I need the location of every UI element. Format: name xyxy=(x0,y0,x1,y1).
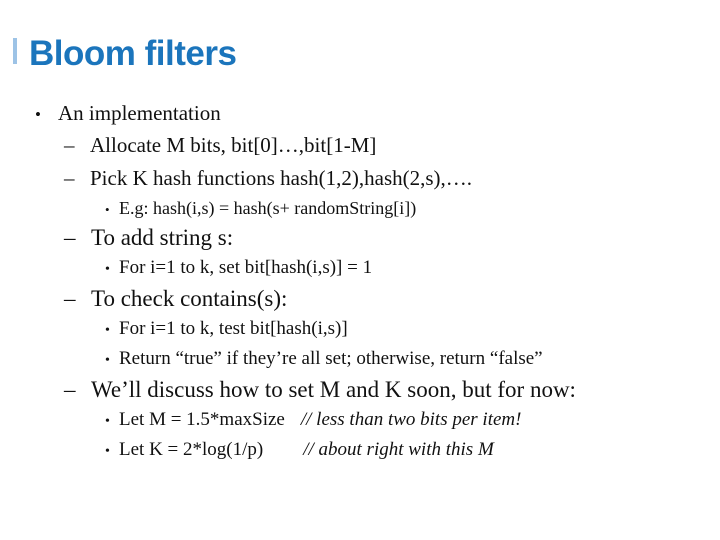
bullet-marker: • xyxy=(105,202,110,217)
title-accent-mark xyxy=(13,38,17,64)
bullet-marker: • xyxy=(105,414,110,429)
bullet-marker: • xyxy=(105,262,110,277)
bullet-text: To check contains(s): xyxy=(91,286,288,311)
bullet-text: Allocate M bits, bit[0]…,bit[1-M] xyxy=(90,133,377,157)
bullet-let-m: • Let M = 1.5*maxSize // less than two b… xyxy=(105,409,521,431)
bullet-text: Let K = 2*log(1/p) xyxy=(119,439,264,460)
bullet-to-add: – To add string s: xyxy=(64,225,233,251)
bullet-text: For i=1 to k, set bit[hash(i,s)] = 1 xyxy=(119,257,373,278)
bullet-text: Return “true” if they’re all set; otherw… xyxy=(119,348,543,369)
bullet-text: To add string s: xyxy=(91,225,234,250)
bullet-pick: – Pick K hash functions hash(1,2),hash(2… xyxy=(64,166,472,190)
bullet-text: An implementation xyxy=(58,101,221,125)
bullet-marker: • xyxy=(35,105,41,124)
bullet-let-k: • Let K = 2*log(1/p) // about right with… xyxy=(105,439,494,461)
bullet-marker: • xyxy=(105,353,110,368)
bullet-text: Let M = 1.5*maxSize xyxy=(119,409,285,430)
bullet-for-set: • For i=1 to k, set bit[hash(i,s)] = 1 xyxy=(105,257,372,279)
inline-comment: // about right with this M xyxy=(303,439,494,460)
bullet-text: We’ll discuss how to set M and K soon, b… xyxy=(91,377,576,402)
bullet-an-implementation: • An implementation xyxy=(35,101,221,125)
dash-marker: – xyxy=(64,133,75,157)
dash-marker: – xyxy=(64,225,76,250)
bullet-text: Pick K hash functions hash(1,2),hash(2,s… xyxy=(90,166,473,190)
bullet-text: For i=1 to k, test bit[hash(i,s)] xyxy=(119,318,348,339)
bullet-marker: • xyxy=(105,444,110,459)
bullet-eg: • E.g: hash(i,s) = hash(s+ randomString[… xyxy=(105,198,416,219)
bullet-text: E.g: hash(i,s) = hash(s+ randomString[i]… xyxy=(119,198,417,218)
bullet-allocate: – Allocate M bits, bit[0]…,bit[1-M] xyxy=(64,133,376,157)
bullet-return: • Return “true” if they’re all set; othe… xyxy=(105,348,543,370)
page-title: Bloom filters xyxy=(29,34,237,73)
dash-marker: – xyxy=(64,286,76,311)
bullet-for-test: • For i=1 to k, test bit[hash(i,s)] xyxy=(105,318,348,340)
bullet-marker: • xyxy=(105,323,110,338)
dash-marker: – xyxy=(64,377,76,402)
bullet-discuss: – We’ll discuss how to set M and K soon,… xyxy=(64,377,576,403)
bullet-to-check: – To check contains(s): xyxy=(64,286,287,312)
dash-marker: – xyxy=(64,166,75,190)
inline-comment: // less than two bits per item! xyxy=(300,409,522,430)
